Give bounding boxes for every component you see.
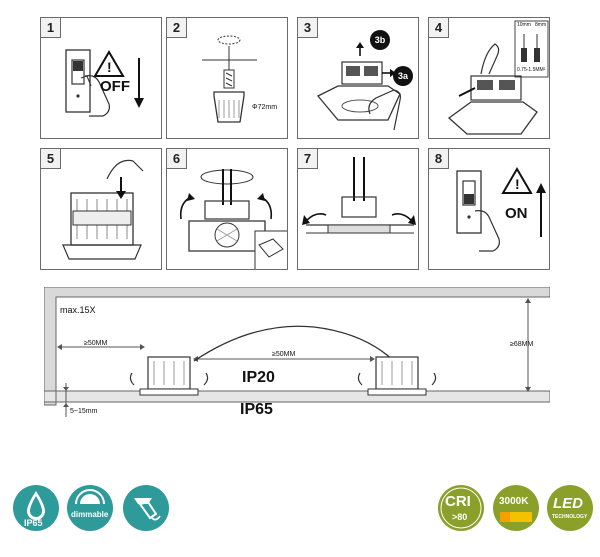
close-terminal-illustration xyxy=(62,159,144,260)
side-spacing-label: ≥50MM xyxy=(84,340,108,347)
installation-diagram: max.15X ≥50MM ≥50MM ≥68MM 5~15mm IP20 IP… xyxy=(44,287,550,422)
callout-3a: 3a xyxy=(393,66,413,86)
ip65-label: IP65 xyxy=(240,401,273,418)
led-badge: LED TECHNOLOGY xyxy=(546,484,594,532)
led-icon xyxy=(547,485,593,531)
spring-clip-illustration xyxy=(302,157,416,234)
step-5-panel: 5 xyxy=(40,148,162,270)
step-2-panel: 2 Φ72mm xyxy=(166,17,288,139)
cri-badge: CRI >80 xyxy=(437,484,485,532)
led-sub-label: TECHNOLOGY xyxy=(552,514,588,520)
strip-length-label-2: 8mm xyxy=(535,22,547,28)
switch-off-illustration: ! xyxy=(65,49,144,117)
step-number: 6 xyxy=(167,149,187,169)
step-1-panel: 1 ! OFF xyxy=(40,17,162,139)
insert-fixture-illustration xyxy=(179,169,287,269)
installation-drawing xyxy=(44,287,550,417)
switch-on-illustration: ! xyxy=(456,167,546,252)
cri-value-label: >80 xyxy=(452,512,468,522)
step-7-panel: 7 xyxy=(297,148,419,270)
step-number: 5 xyxy=(41,149,61,169)
strip-length-label: 10mm xyxy=(517,22,531,28)
adjustable-badge xyxy=(122,484,170,532)
step-number: 7 xyxy=(298,149,318,169)
dimmable-badge: dimmable xyxy=(66,484,114,532)
svg-text:!: ! xyxy=(515,176,520,192)
step-number: 2 xyxy=(167,18,187,38)
between-spacing-label: ≥50MM xyxy=(272,351,296,358)
dimmer-icon xyxy=(67,485,113,531)
step-4-panel: 4 10mm 8mm 0.75-1.5MM² xyxy=(428,17,550,139)
cri-label: CRI xyxy=(445,493,471,510)
max-fixtures-label: max.15X xyxy=(60,305,96,315)
on-label: ON xyxy=(505,205,528,222)
adjustable-spot-icon xyxy=(123,485,169,531)
step-6-panel: 6 xyxy=(166,148,288,270)
cutout-illustration xyxy=(202,35,257,123)
color-temperature-badge: 3000K xyxy=(492,484,540,532)
dimmable-label: dimmable xyxy=(71,510,109,519)
step-number: 3 xyxy=(298,18,318,38)
ip-rating-label: IP65 xyxy=(24,518,43,528)
off-label: OFF xyxy=(100,78,130,95)
wire-connection-illustration xyxy=(447,20,549,135)
diameter-label: Φ72mm xyxy=(252,104,278,111)
depth-label: ≥68MM xyxy=(510,341,534,348)
led-label: LED xyxy=(553,495,583,512)
step-8-panel: 8 ! ON xyxy=(428,148,550,270)
color-temperature-icon xyxy=(493,485,539,531)
callout-3b: 3b xyxy=(370,30,390,50)
ip-rating-badge: IP65 xyxy=(12,484,60,532)
step-3-panel: 3 3b 3a xyxy=(297,17,419,139)
step-number: 8 xyxy=(429,149,449,169)
wire-spec-label: 0.75-1.5MM² xyxy=(517,67,546,73)
ip20-label: IP20 xyxy=(242,369,275,386)
color-temperature-label: 3000K xyxy=(499,496,529,507)
svg-text:!: ! xyxy=(107,59,112,75)
step-number: 4 xyxy=(429,18,449,38)
cri-icon xyxy=(438,485,484,531)
step-number: 1 xyxy=(41,18,61,38)
water-drop-icon xyxy=(13,485,59,531)
ceiling-thickness-label: 5~15mm xyxy=(70,408,98,415)
